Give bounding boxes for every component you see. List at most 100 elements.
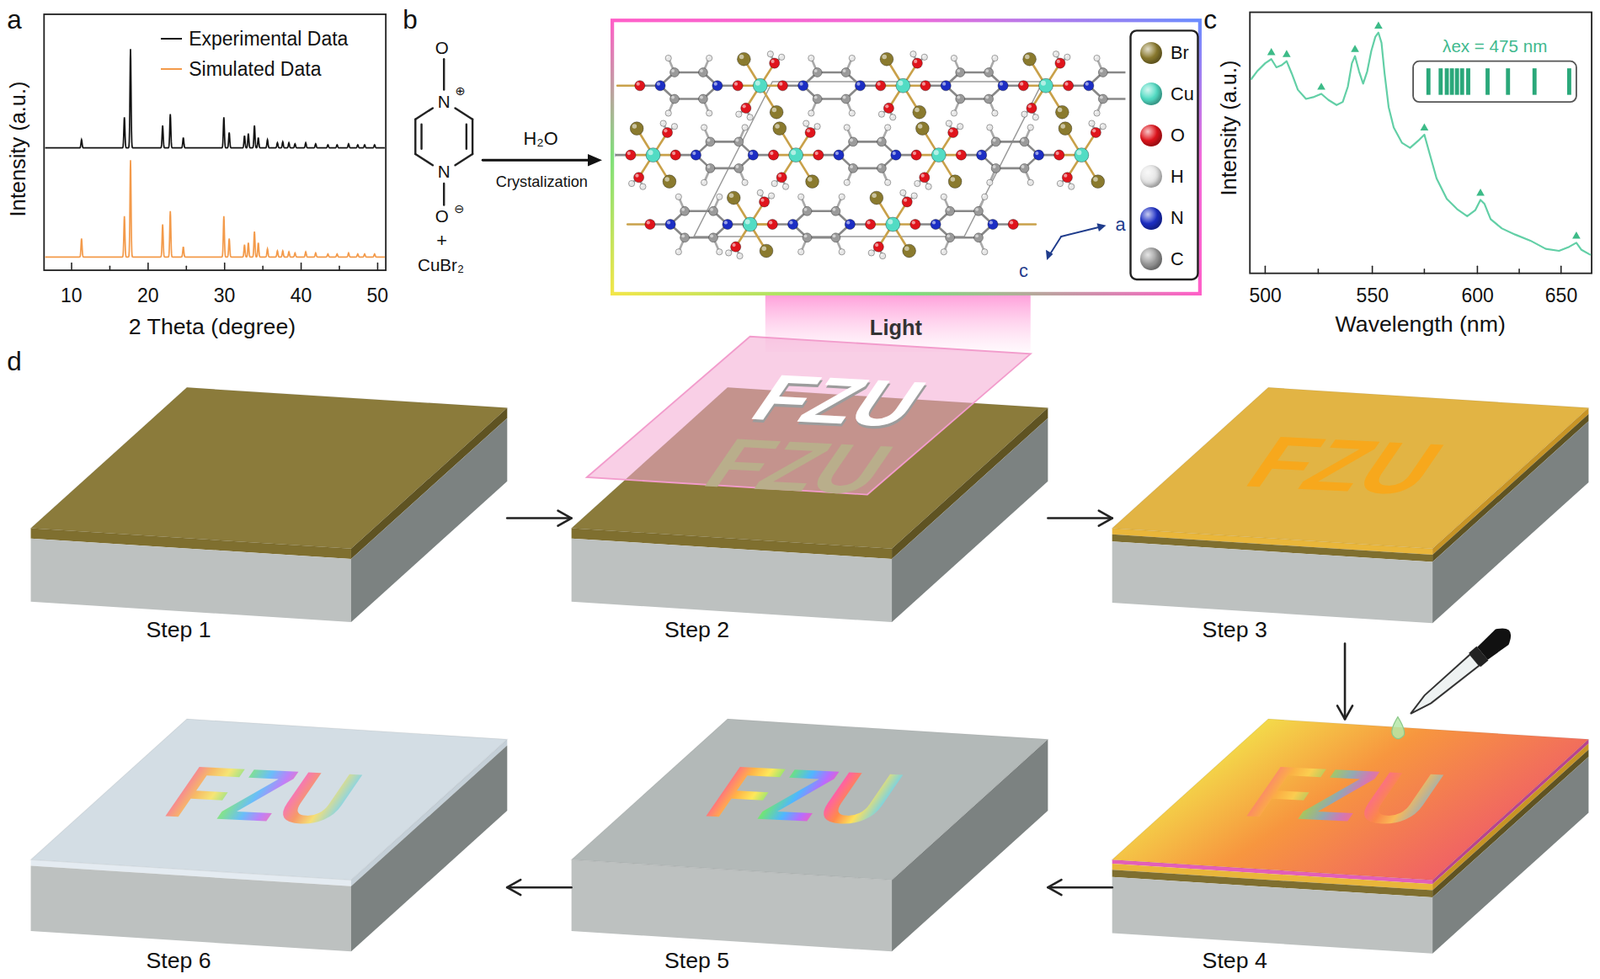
atom-highlight — [1092, 128, 1096, 133]
tick-mark — [1424, 269, 1426, 274]
emission-line — [1485, 68, 1490, 95]
legend-text: N — [1170, 208, 1184, 228]
axis-title: 2 Theta (degree) — [128, 314, 296, 338]
atom-highlight — [878, 165, 882, 169]
bond-line — [442, 183, 445, 205]
atom-highlight — [1093, 176, 1099, 182]
atom — [955, 68, 966, 78]
legend-line — [160, 68, 182, 70]
axis-label: c — [1018, 261, 1029, 281]
atom — [1055, 58, 1066, 69]
atom-highlight — [985, 69, 989, 73]
atom — [848, 163, 859, 173]
atom-highlight — [849, 56, 853, 59]
atom — [1054, 149, 1065, 160]
atom-highlight — [1021, 165, 1025, 169]
atom-highlight — [714, 82, 718, 86]
atom — [1063, 80, 1074, 91]
atom-highlight — [804, 234, 808, 238]
step-caption: Step 5 — [664, 949, 730, 973]
atom — [976, 149, 987, 160]
atom — [1033, 149, 1044, 160]
axis-title: Intensity (a.u.) — [7, 80, 29, 217]
atom — [680, 206, 690, 216]
peak-marker — [1350, 44, 1360, 52]
atom-highlight — [734, 82, 738, 86]
atom — [798, 80, 809, 91]
atom-highlight — [912, 220, 916, 224]
atom — [705, 163, 715, 173]
atom-highlight — [856, 82, 860, 86]
atom-highlight — [692, 151, 696, 155]
atom-highlight — [666, 220, 671, 224]
atom-highlight — [885, 125, 889, 128]
atom — [660, 120, 667, 127]
atom-highlight — [676, 194, 679, 198]
atom — [712, 80, 723, 91]
atom — [705, 137, 715, 147]
atom-highlight — [987, 125, 991, 128]
atom — [945, 206, 955, 216]
atom-highlight — [772, 181, 775, 185]
atom — [813, 149, 824, 160]
atom-highlight — [999, 82, 1003, 86]
atom-highlight — [914, 107, 920, 113]
atom-highlight — [957, 151, 961, 155]
atom — [803, 120, 810, 127]
atom-highlight — [879, 112, 882, 115]
atom — [802, 233, 812, 243]
atom — [722, 218, 733, 230]
atom — [665, 110, 672, 117]
atom-highlight — [699, 96, 704, 100]
atom — [798, 249, 805, 256]
atom-highlight — [707, 56, 710, 59]
atom-highlight — [844, 180, 848, 183]
arrow-shaft — [1047, 517, 1112, 520]
atom-highlight — [671, 96, 675, 100]
atom-highlight — [663, 128, 667, 133]
atom-highlight — [757, 190, 761, 193]
atom-highlight — [807, 176, 813, 182]
atom-highlight — [735, 138, 739, 143]
atom — [854, 80, 865, 91]
atom-highlight — [846, 220, 850, 224]
atom — [670, 94, 680, 104]
atom — [768, 149, 779, 160]
atom — [628, 180, 635, 187]
atom-highlight — [681, 208, 685, 212]
tick-mark — [300, 263, 303, 271]
tick-label: 30 — [213, 286, 236, 306]
atom — [957, 123, 964, 130]
panel-letter: c — [1203, 6, 1217, 34]
atom — [1018, 80, 1029, 91]
bond-line — [471, 119, 474, 155]
atom — [841, 94, 851, 104]
atom — [1061, 172, 1072, 183]
atom — [734, 137, 744, 147]
atom — [921, 53, 928, 60]
atom-highlight — [1056, 59, 1061, 64]
peak-marker — [1317, 82, 1326, 90]
atom-highlight — [922, 82, 926, 86]
atom — [777, 80, 788, 91]
atom-highlight — [737, 254, 741, 257]
atom-highlight — [676, 250, 679, 253]
peak-marker — [1282, 49, 1291, 57]
atom — [955, 94, 966, 104]
atoms — [615, 51, 1126, 260]
atom — [843, 124, 850, 131]
atom — [769, 58, 780, 69]
legend-text: C — [1170, 250, 1184, 269]
atom — [1093, 110, 1100, 117]
atom — [670, 68, 680, 78]
emission-line — [1466, 68, 1471, 95]
atom — [746, 114, 753, 121]
atom — [981, 193, 988, 200]
atom — [1099, 123, 1106, 130]
atom — [844, 218, 855, 230]
tick-label: 40 — [290, 286, 313, 306]
atom-highlight — [887, 219, 893, 225]
atom-highlight — [1076, 149, 1082, 155]
atom — [868, 250, 875, 256]
atom — [981, 249, 988, 256]
